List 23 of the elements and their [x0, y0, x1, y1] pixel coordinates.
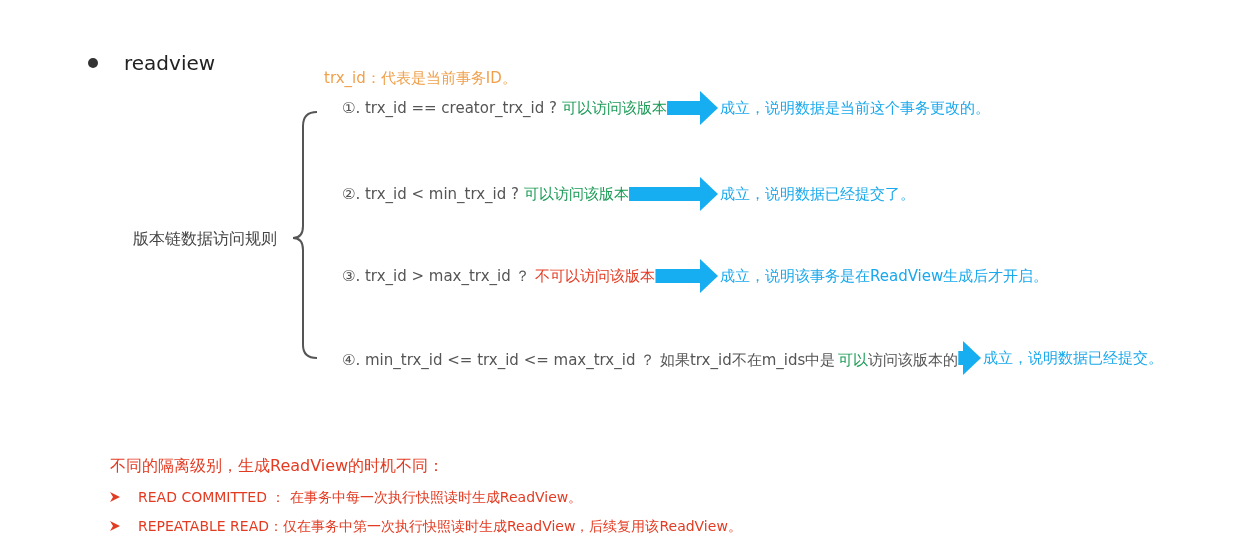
- condition-text: 访问该版本的: [868, 351, 959, 369]
- condition-text: ①. trx_id == creator_trx_id ?: [342, 99, 558, 117]
- result-text: 成立，说明数据已经提交了。: [720, 185, 915, 203]
- result-text: 成立，说明该事务是在ReadView生成后才开启。: [720, 267, 1049, 285]
- result-text: 成立，说明数据已经提交。: [983, 349, 1163, 367]
- arrow: [629, 177, 718, 211]
- result-text: 成立，说明数据是当前这个事务更改的。: [720, 99, 990, 117]
- access-text: 可以: [838, 351, 869, 369]
- arrow: [667, 91, 718, 125]
- note-text: trx_id：代表是当前事务ID。: [324, 69, 517, 87]
- subheading: 不同的隔离级别，生成ReadView的时机不同：: [110, 456, 445, 476]
- arrow: [958, 341, 981, 375]
- access-text: 可以访问该版本: [562, 99, 668, 117]
- bullet-text: READ COMMITTED ： 在事务中每一次执行快照读时生成ReadView。: [138, 488, 583, 506]
- condition-text: ④. min_trx_id <= trx_id <= max_trx_id ？ 如果trx_id不在m_ids中是: [342, 351, 836, 369]
- access-text: 不可以访问该版本: [535, 267, 656, 285]
- bullet-text: REPEATABLE READ：仅在事务中第一次执行快照读时生成ReadView，后续复用该ReadView。: [138, 517, 742, 535]
- heading: readview: [124, 51, 216, 75]
- access-text: 可以访问该版本: [524, 185, 630, 203]
- condition-text: ③. trx_id > max_trx_id ？: [342, 267, 531, 285]
- condition-text: ②. trx_id < min_trx_id ?: [342, 185, 520, 203]
- arrow: [655, 259, 718, 293]
- rule-label: 版本链数据访问规则: [133, 229, 277, 249]
